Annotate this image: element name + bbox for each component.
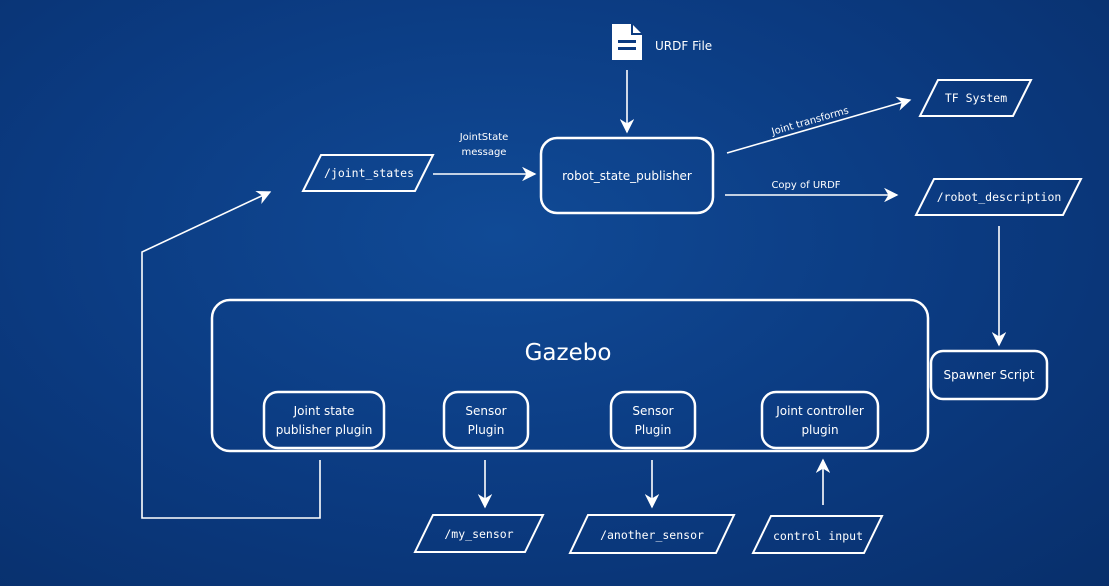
joint-controller-plugin: Joint controller plugin xyxy=(760,390,880,450)
copy-of-urdf-label: Copy of URDF xyxy=(771,180,840,191)
gazebo-container: Gazebo xyxy=(210,298,930,453)
robot-description-label: /robot_description xyxy=(937,190,1062,204)
sensor-plugin-1-line2: Plugin xyxy=(468,423,505,437)
my-sensor-topic: /my_sensor xyxy=(413,514,545,553)
joint-transforms-arrow xyxy=(726,96,912,154)
control-input-topic: control input xyxy=(751,515,884,554)
jc-plugin-line1: Joint controller xyxy=(775,404,864,418)
sensor-plugin-2: Sensor Plugin xyxy=(609,390,697,450)
another-sensor-topic: /another_sensor xyxy=(568,514,736,554)
sensor-plugin-2-line1: Sensor xyxy=(632,404,673,418)
robot-state-publisher-label: robot_state_publisher xyxy=(562,169,692,183)
sensor-plugin-1: Sensor Plugin xyxy=(442,390,530,450)
joint-state-publisher-plugin: Joint state publisher plugin xyxy=(262,390,386,450)
feedback-arrow xyxy=(141,190,321,519)
jc-plugin-line2: plugin xyxy=(801,423,838,437)
jointstate-label-line2: message xyxy=(462,147,507,158)
joint-transforms-label: Joint transforms xyxy=(770,105,850,138)
robot-description-topic: /robot_description xyxy=(914,178,1083,216)
gazebo-title: Gazebo xyxy=(525,340,612,366)
joint-states-label: /joint_states xyxy=(324,166,414,180)
jointstate-label-line1: JointState xyxy=(459,132,509,143)
urdf-file-label: URDF File xyxy=(655,39,712,53)
joint-states-topic: /joint_states xyxy=(301,154,435,192)
robot-state-publisher-node: robot_state_publisher xyxy=(539,136,715,215)
sensor-plugin-1-line1: Sensor xyxy=(465,404,506,418)
document-icon xyxy=(612,24,642,60)
jsp-plugin-line1: Joint state xyxy=(293,404,355,418)
another-sensor-label: /another_sensor xyxy=(600,528,704,542)
sensor-plugin-2-line2: Plugin xyxy=(635,423,672,437)
tf-system-label: TF System xyxy=(945,91,1007,105)
spawner-script-node: Spawner Script xyxy=(929,349,1049,401)
spawner-script-label: Spawner Script xyxy=(944,368,1035,382)
my-sensor-label: /my_sensor xyxy=(444,527,513,541)
control-input-label: control input xyxy=(773,529,863,543)
tf-system-topic: TF System xyxy=(918,79,1033,117)
jsp-plugin-line2: publisher plugin xyxy=(276,423,373,437)
